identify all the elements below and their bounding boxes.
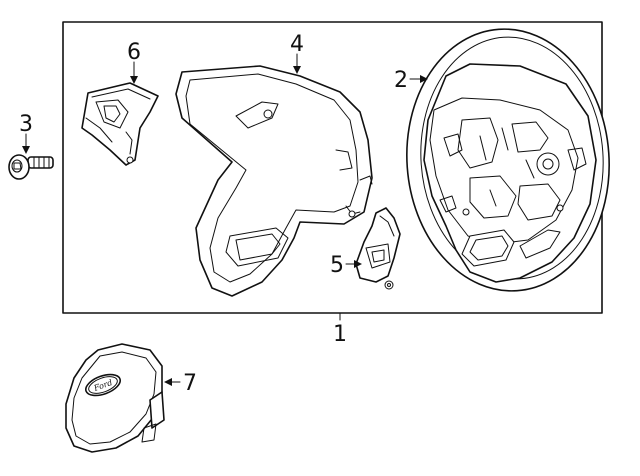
ford-oval-logo [85, 373, 121, 397]
callout-4: 4 [290, 32, 304, 57]
part-right-switch [355, 207, 401, 290]
callout-2: 2 [394, 68, 408, 93]
leader-lines [22, 53, 428, 386]
callout-5: 5 [330, 253, 344, 278]
callout-6: 6 [127, 40, 141, 65]
part-steering-wheel [406, 28, 610, 292]
part-rear-cover [175, 65, 373, 297]
part-air-bag-module: Ford [65, 343, 165, 453]
part-bolt [8, 154, 54, 180]
callout-3: 3 [19, 112, 33, 137]
part-left-switch [81, 82, 159, 166]
callout-1: 1 [333, 322, 347, 347]
callout-7: 7 [183, 371, 197, 396]
